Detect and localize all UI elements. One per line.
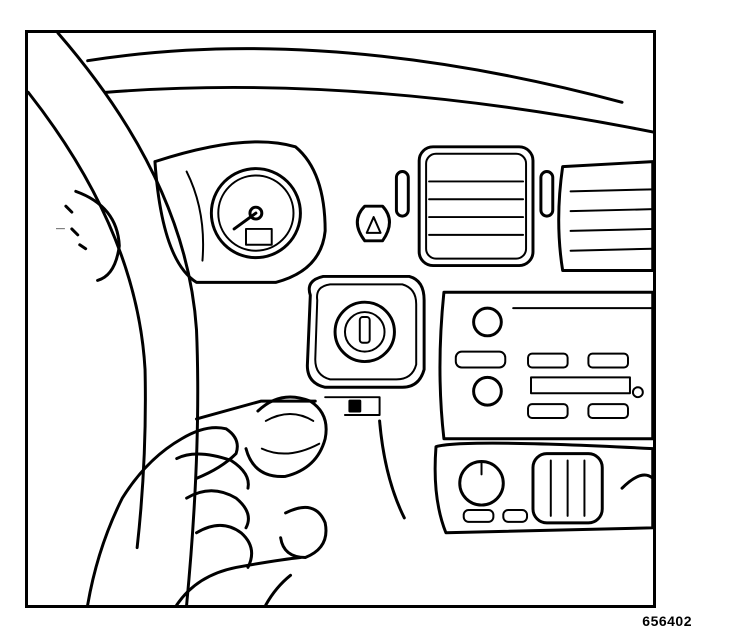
- gauge-needle-hub: [248, 205, 264, 221]
- svg-text:—: —: [56, 223, 65, 233]
- right-air-vent: [557, 160, 653, 272]
- center-air-vent: [394, 145, 555, 268]
- steering-column-shroud: [195, 399, 406, 520]
- vent-side-slot-left: [394, 170, 410, 218]
- radio-unit: [438, 290, 653, 441]
- climate-control: [433, 441, 653, 535]
- radio-tune-knob: [472, 375, 503, 407]
- hand-with-lock-cylinder: [86, 395, 328, 605]
- left-gauge: —: [56, 189, 121, 282]
- dashboard-illustration: —: [28, 33, 653, 605]
- hazard-button: [355, 204, 391, 243]
- removed-lock-cylinder: [244, 395, 328, 478]
- ignition-lock-cylinder: [333, 300, 396, 364]
- dashboard-top-edge: [86, 47, 653, 134]
- figure-id-label: 656402: [642, 613, 692, 629]
- tachometer-gauge: [209, 167, 302, 260]
- vent-side-slot-right: [539, 170, 555, 218]
- instrument-cluster: [153, 140, 327, 284]
- ignition-switch: [305, 274, 426, 416]
- climate-center-vent: [531, 452, 604, 525]
- steering-wheel: [28, 33, 200, 605]
- radio-volume-knob: [472, 306, 503, 338]
- illustration-frame: —: [25, 30, 656, 608]
- gauge-needle: [232, 211, 258, 231]
